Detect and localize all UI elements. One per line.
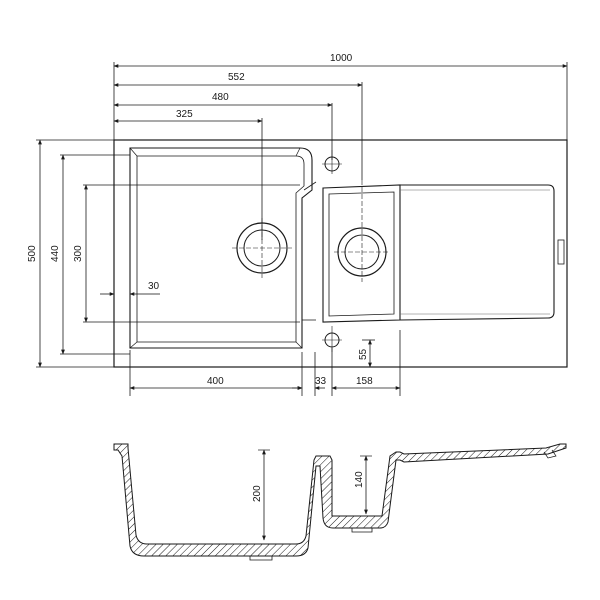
label-500: 500 — [27, 245, 38, 262]
label-325: 325 — [176, 109, 193, 120]
label-140: 140 — [354, 471, 365, 488]
label-552: 552 — [228, 72, 245, 83]
label-400: 400 — [207, 376, 224, 387]
overflow-hole — [322, 326, 342, 352]
small-drain — [334, 180, 390, 282]
sink-section-view — [113, 443, 567, 561]
overflow-slot — [557, 239, 565, 265]
label-158: 158 — [356, 376, 373, 387]
label-33: 33 — [315, 376, 327, 387]
label-440: 440 — [50, 245, 61, 262]
left-dimensions — [36, 139, 300, 368]
small-bowl — [322, 184, 401, 323]
section-profile — [113, 443, 567, 557]
drainer-board — [399, 184, 555, 321]
large-drain — [232, 218, 292, 278]
large-bowl — [129, 147, 313, 349]
sink-outline — [113, 139, 568, 368]
label-55: 55 — [358, 348, 369, 360]
sink-plan-view — [113, 139, 568, 368]
tap-hole — [322, 150, 342, 174]
label-1000: 1000 — [330, 53, 353, 64]
dimension-labels: 1000 552 480 325 500 440 300 30 400 33 1… — [27, 53, 373, 502]
label-30: 30 — [148, 281, 160, 292]
label-300: 300 — [73, 245, 84, 262]
label-480: 480 — [212, 92, 229, 103]
label-200: 200 — [252, 485, 263, 502]
bottom-dimensions — [129, 330, 401, 396]
top-dimensions — [113, 62, 568, 240]
